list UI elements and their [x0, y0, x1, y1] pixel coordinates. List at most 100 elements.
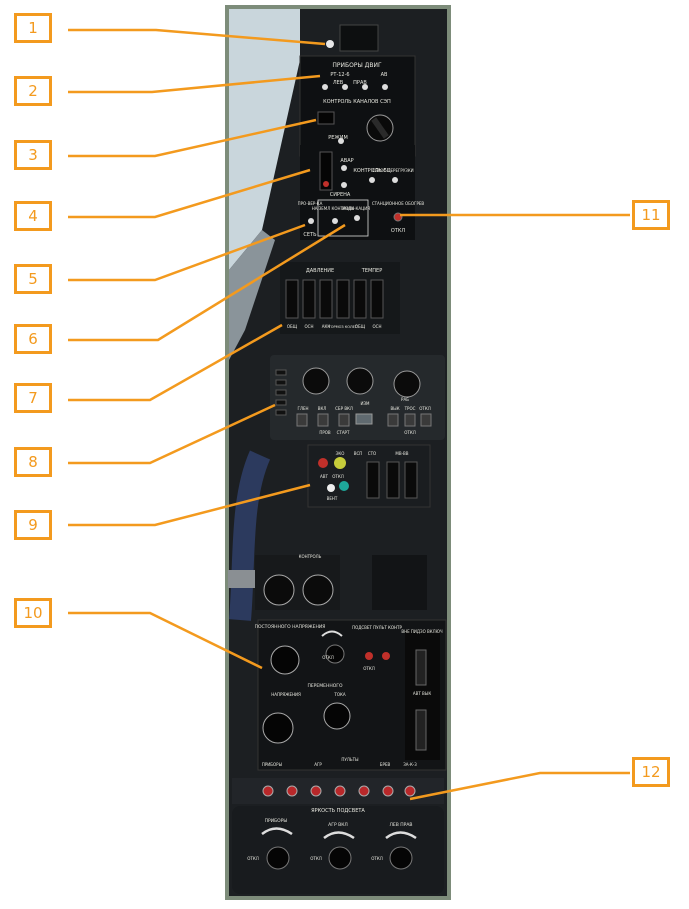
selector-knob-2[interactable] — [346, 367, 374, 395]
lamp — [338, 138, 344, 144]
gauge-label: ОБЩ — [287, 324, 298, 329]
block9-label: МВ-ВВ — [395, 451, 408, 456]
block9-button-label: АВТ — [320, 474, 328, 479]
backlight-switch-1[interactable] — [365, 652, 373, 660]
callout-10: 10 — [14, 598, 52, 628]
backlight-knob[interactable] — [325, 644, 345, 664]
selector-knob-3[interactable] — [393, 370, 421, 398]
right-column-label-1: ВНЕ ПИДЗО ВКЛЮЧ — [401, 629, 443, 634]
leader-2 — [68, 74, 321, 94]
canopy-window — [229, 9, 300, 270]
block8-button-label: ОТКЛ — [404, 430, 415, 435]
callout-2: 2 — [14, 76, 52, 106]
knob-off-label: ОТКЛ — [310, 856, 321, 861]
block8-button-label: СТАРТ — [337, 430, 350, 435]
ac-header: ПЕРЕМЕННОГО — [307, 683, 343, 689]
callout-11: 11 — [632, 200, 670, 230]
fuse-row — [262, 785, 416, 797]
ac-voltage-selector[interactable] — [262, 712, 294, 744]
block9-label: СТО — [368, 451, 376, 456]
bottom-label: БРЕВ — [380, 762, 391, 767]
temp-header: ТЕМПЕР — [361, 268, 382, 274]
sirena-indication-lamp[interactable] — [354, 215, 360, 221]
pressure-header: ДАВЛЕНИЕ — [306, 268, 334, 274]
leader-1 — [68, 28, 326, 46]
callout-12: 12 — [632, 757, 670, 787]
lamp — [341, 182, 347, 188]
dc-voltage-selector[interactable] — [270, 645, 300, 675]
block8-label: ТРОС — [404, 406, 416, 411]
callout-9: 9 — [14, 510, 52, 540]
block8-label: ИЗМ — [360, 401, 370, 406]
mode-label: РЕЖИМ — [328, 135, 348, 141]
oxygen-hose — [229, 450, 271, 621]
vent-white-button[interactable] — [327, 484, 335, 492]
canopy-edge — [229, 230, 275, 360]
leader-8 — [68, 403, 276, 465]
current-label: ТОКА — [333, 692, 345, 697]
off-label: ОТКЛ — [363, 666, 374, 671]
consoles-brightness-knob[interactable] — [389, 846, 413, 870]
leader-7 — [68, 323, 283, 402]
knob-pointer — [371, 117, 389, 139]
right-toggle-2[interactable] — [415, 709, 427, 751]
brightness-label: ПРИБОРЫ — [265, 818, 288, 824]
blank-plate — [372, 555, 427, 610]
block8-label: ОТКЛ — [419, 406, 430, 411]
gauge-label: ТОРМОЗ КОЛЕС — [328, 325, 358, 329]
callout-8: 8 — [14, 447, 52, 477]
channel-av-label: АВ — [381, 72, 388, 78]
channel-control-label: КОНТРОЛЬ КАНАЛОВ СЭП — [323, 99, 391, 105]
vent-red-button[interactable] — [318, 458, 328, 468]
leader-6 — [68, 223, 346, 342]
lamp — [382, 84, 388, 90]
callout-3: 3 — [14, 140, 52, 170]
callout-5: 5 — [14, 264, 52, 294]
block8-left-buttons — [275, 369, 287, 416]
sirena-test-lamp[interactable] — [308, 218, 314, 224]
sirena-indication-label: ИНДИ-КАЦИЯ — [342, 206, 370, 211]
vent-toggle-1[interactable] — [366, 461, 380, 499]
guarded-switch[interactable] — [319, 151, 333, 191]
siren-panel — [300, 145, 415, 240]
indicator-label-avar: АВАР — [340, 158, 353, 164]
block8-button-label: ПРОВ — [319, 430, 331, 435]
leader-10 — [68, 611, 263, 670]
callout-6: 6 — [14, 324, 52, 354]
right-column-label-2: АВТ ВЫК — [413, 691, 431, 696]
selector-knob-1[interactable] — [302, 367, 330, 395]
vertical-gauges — [285, 279, 384, 319]
mode-switch[interactable] — [317, 111, 335, 125]
top-lamp — [326, 40, 334, 48]
backlight-header: ПОДСВЕТ ПУЛЬТ КОНТР — [352, 625, 402, 630]
control-dial-1 — [263, 574, 295, 606]
block9-main-label: ВЕНТ — [327, 496, 338, 501]
agr-brightness-knob[interactable] — [328, 846, 352, 870]
backlight-arc — [321, 630, 343, 637]
sirena-frame — [317, 199, 369, 237]
block9-label: ЭКО — [336, 451, 345, 456]
bottom-label: ЗА-К-3 — [403, 762, 417, 767]
dc-header: ПОСТОЯННОГО НАПРЯЖЕНИЯ — [255, 624, 326, 630]
right-toggle-1[interactable] — [415, 649, 427, 686]
sirena-ground-label: НА ЗЕМЛ КОНТРОЛЬ — [312, 206, 355, 211]
vent-yellow-lamp — [334, 457, 346, 469]
lamp — [362, 84, 368, 90]
brightness-label: ЛЕВ ПРАВ — [389, 822, 412, 828]
bottom-label: ПУЛЬТЫ — [341, 757, 359, 762]
block8-label: ВКЛ — [318, 406, 327, 411]
off-label: ОТКЛ — [322, 655, 333, 660]
instruments-header: ПРИБОРЫ ДВИГ — [332, 62, 382, 69]
channel-right-label: ПРАВ — [353, 80, 367, 86]
callout-leader-lines — [68, 28, 630, 801]
vent-toggle-2[interactable] — [386, 461, 400, 499]
vent-toggle-3[interactable] — [404, 461, 418, 499]
sirena-header: СИРЕНА — [330, 192, 351, 198]
ac-current-selector[interactable] — [323, 702, 351, 730]
sirena-ground-lamp[interactable] — [332, 218, 338, 224]
instruments-brightness-knob[interactable] — [266, 846, 290, 870]
gauge-label: ОСН — [305, 324, 314, 329]
backlight-switch-2[interactable] — [382, 652, 390, 660]
brightness-arc — [385, 831, 417, 840]
